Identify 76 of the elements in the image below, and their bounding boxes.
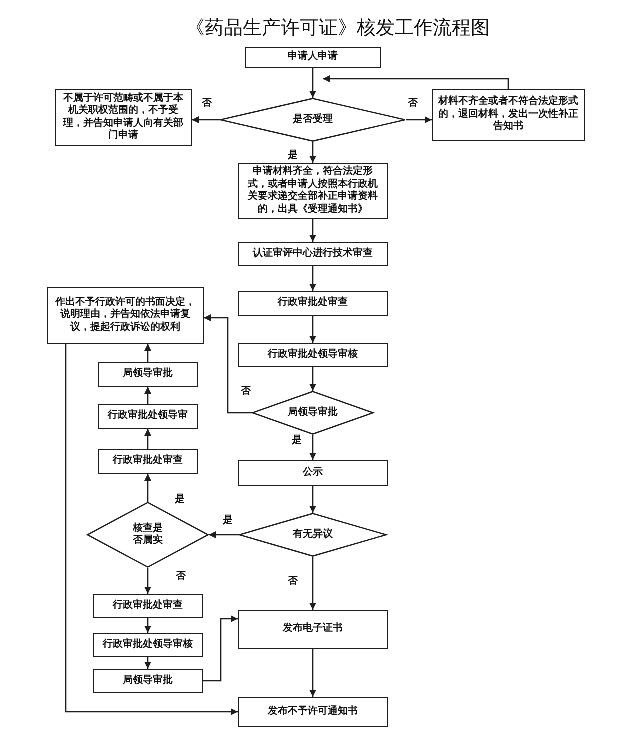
edge-label: 是	[174, 494, 186, 506]
process-box	[238, 343, 388, 367]
process-box	[55, 89, 192, 146]
process-box	[238, 610, 388, 649]
edge-label: 是	[291, 435, 303, 447]
step-label: 行政审批处领导审	[108, 410, 188, 423]
arrow	[204, 314, 252, 414]
arrow	[209, 532, 239, 538]
process-box	[238, 460, 388, 486]
arrow	[144, 429, 152, 449]
decision-diamond	[239, 513, 387, 557]
arrow	[310, 142, 316, 163]
edge-label: 否	[287, 576, 299, 588]
process-box	[98, 362, 198, 387]
process-box	[93, 669, 203, 693]
step-label: 申请人申请	[288, 51, 338, 64]
process-box	[47, 287, 204, 344]
diagram-title: 《药品生产许可证》核发工作流程图	[186, 17, 490, 40]
arrow	[310, 435, 316, 460]
step-label: 不属于许可范畴或不属于本机关职权范围的，不予受理，并告知申请人向有关部门申请	[62, 92, 184, 142]
decision-diamond	[87, 502, 209, 568]
step-label: 局领导审批	[123, 368, 173, 381]
process-box	[245, 47, 381, 68]
process-box	[432, 89, 585, 141]
process-box	[238, 697, 388, 727]
edge-label: 否	[175, 571, 187, 583]
process-box	[98, 449, 198, 474]
step-label: 申请材料齐全，符合法定形式，或者申请人按照本行政机关要求递交全部补正申请资料的，出具《受理通知书》	[247, 166, 379, 216]
arrow	[65, 344, 238, 716]
step-label: 公示	[303, 466, 323, 480]
decision-diamond	[220, 98, 406, 142]
arrow	[192, 116, 220, 124]
process-box	[93, 594, 203, 618]
step-label: 行政审批处审查	[278, 297, 348, 310]
decision-diamond	[252, 391, 374, 435]
arrow	[310, 486, 316, 513]
arrow	[310, 68, 316, 98]
decision-label: 局领导审批	[288, 406, 338, 420]
arrow	[406, 116, 432, 124]
arrow	[203, 616, 238, 682]
edge-label: 否	[240, 386, 252, 398]
decision-label: 有无异议	[293, 528, 333, 542]
arrow	[310, 649, 316, 697]
arrow	[323, 76, 510, 89]
edge-label: 否	[407, 98, 419, 110]
process-box	[98, 404, 198, 429]
step-label: 行政审批处领导审核	[103, 638, 193, 652]
arrow	[144, 618, 152, 633]
process-box	[93, 633, 203, 657]
process-box	[238, 291, 388, 316]
step-label: 认证审评中心进行技术审查	[253, 248, 373, 260]
edge-label: 是	[287, 150, 299, 162]
edge-label: 是	[222, 515, 234, 527]
process-box	[238, 163, 388, 219]
step-label: 行政审批处审查	[113, 455, 183, 468]
edge-label: 否	[201, 98, 213, 110]
arrow	[310, 557, 316, 610]
step-label: 行政审批处审查	[113, 600, 183, 612]
arrow	[144, 474, 152, 502]
decision-label: 核查是否属实	[132, 522, 164, 548]
step-label: 作出不予行政许可的书面决定，说明理由，并告知依法申请复议，提起行政诉讼的权利	[54, 296, 196, 334]
step-label: 材料不齐全或者不符合法定形式的，退回材料，发出一次性补正告知书	[438, 96, 579, 134]
arrow	[144, 344, 152, 362]
decision-label: 是否受理	[293, 114, 333, 126]
arrow	[310, 316, 316, 343]
step-label: 局领导审批	[123, 674, 173, 688]
step-label: 发布电子证书	[283, 623, 343, 636]
arrow	[310, 367, 316, 391]
arrow	[144, 657, 152, 669]
arrow	[310, 266, 316, 291]
arrow	[144, 568, 152, 594]
arrow	[144, 387, 152, 404]
step-label: 发布不予许可通知书	[268, 706, 358, 718]
process-box	[238, 242, 388, 266]
step-label: 行政审批处领导审核	[268, 348, 358, 362]
arrow	[310, 219, 316, 242]
